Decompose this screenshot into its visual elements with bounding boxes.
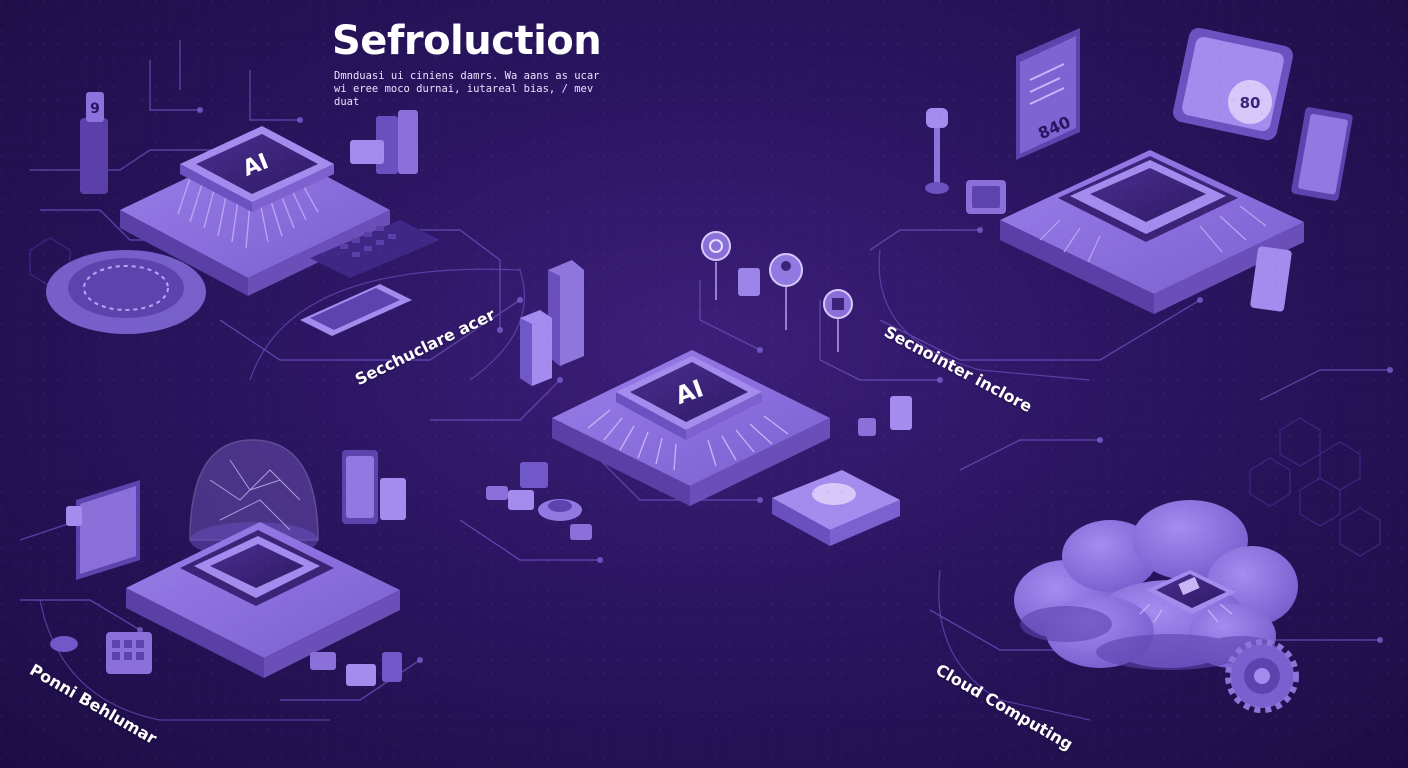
page-subtitle: Dmnduasi ui ciniens damrs. Wa aans as uc… (334, 70, 600, 108)
page-title: Sefroluction (332, 18, 602, 64)
